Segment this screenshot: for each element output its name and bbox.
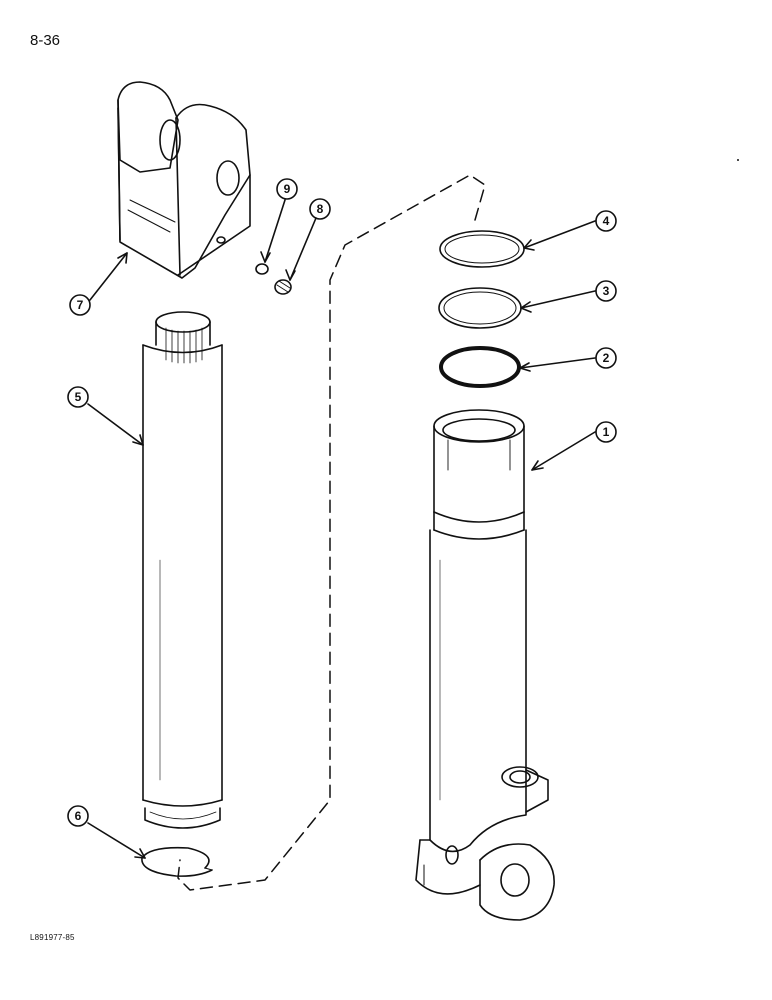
arrowhead-9 [260, 251, 271, 263]
rod-clevis-part [117, 81, 251, 279]
seal-ring-part [439, 230, 525, 268]
callout-label-5: 5 [75, 390, 82, 404]
leader-line-7 [89, 252, 128, 301]
callout-4: 4 [595, 210, 617, 232]
arrowhead-4 [523, 239, 535, 251]
callout-label-8: 8 [317, 202, 324, 216]
callout-5: 5 [67, 386, 89, 408]
leader-line-9 [264, 199, 286, 263]
page-number: 8-36 [30, 32, 61, 49]
callout-label-3: 3 [603, 284, 610, 298]
callout-label-9: 9 [284, 182, 291, 196]
arrowhead-8 [285, 269, 296, 281]
leader-line-1 [531, 431, 596, 471]
callout-6: 6 [67, 805, 89, 827]
snap-ring-part [141, 846, 213, 877]
arrowhead-3 [520, 301, 532, 313]
arrowhead-5 [132, 434, 144, 446]
set-screw-part [274, 279, 292, 295]
callout-3: 3 [595, 280, 617, 302]
callout-8: 8 [309, 198, 331, 220]
arrowhead-7 [117, 252, 128, 264]
assembly-dashed-line [177, 174, 486, 891]
piston-rod-part [142, 311, 223, 829]
leader-line-6 [87, 822, 146, 859]
callout-label-4: 4 [603, 214, 610, 228]
leader-line-5 [87, 403, 144, 446]
arrowhead-1 [531, 460, 544, 471]
arrowhead-6 [134, 848, 146, 859]
stray-dot [737, 159, 739, 161]
leader-line-4 [523, 220, 596, 249]
callout-label-2: 2 [603, 351, 610, 365]
callout-label-1: 1 [603, 425, 610, 439]
arrowhead-2 [519, 362, 531, 372]
leader-line-3 [520, 290, 596, 309]
plug-part [255, 263, 269, 275]
callout-label-7: 7 [77, 298, 84, 312]
callout-2: 2 [595, 347, 617, 369]
callout-9: 9 [276, 178, 298, 200]
figure-code: L891977-85 [30, 933, 75, 942]
o-ring-part [439, 346, 521, 388]
callout-1: 1 [595, 421, 617, 443]
backup-ring-part [438, 287, 522, 329]
leader-line-8 [289, 217, 317, 281]
leader-line-2 [519, 357, 596, 369]
callout-label-6: 6 [75, 809, 82, 823]
callout-7: 7 [69, 294, 91, 316]
cylinder-barrel-part [415, 409, 555, 921]
